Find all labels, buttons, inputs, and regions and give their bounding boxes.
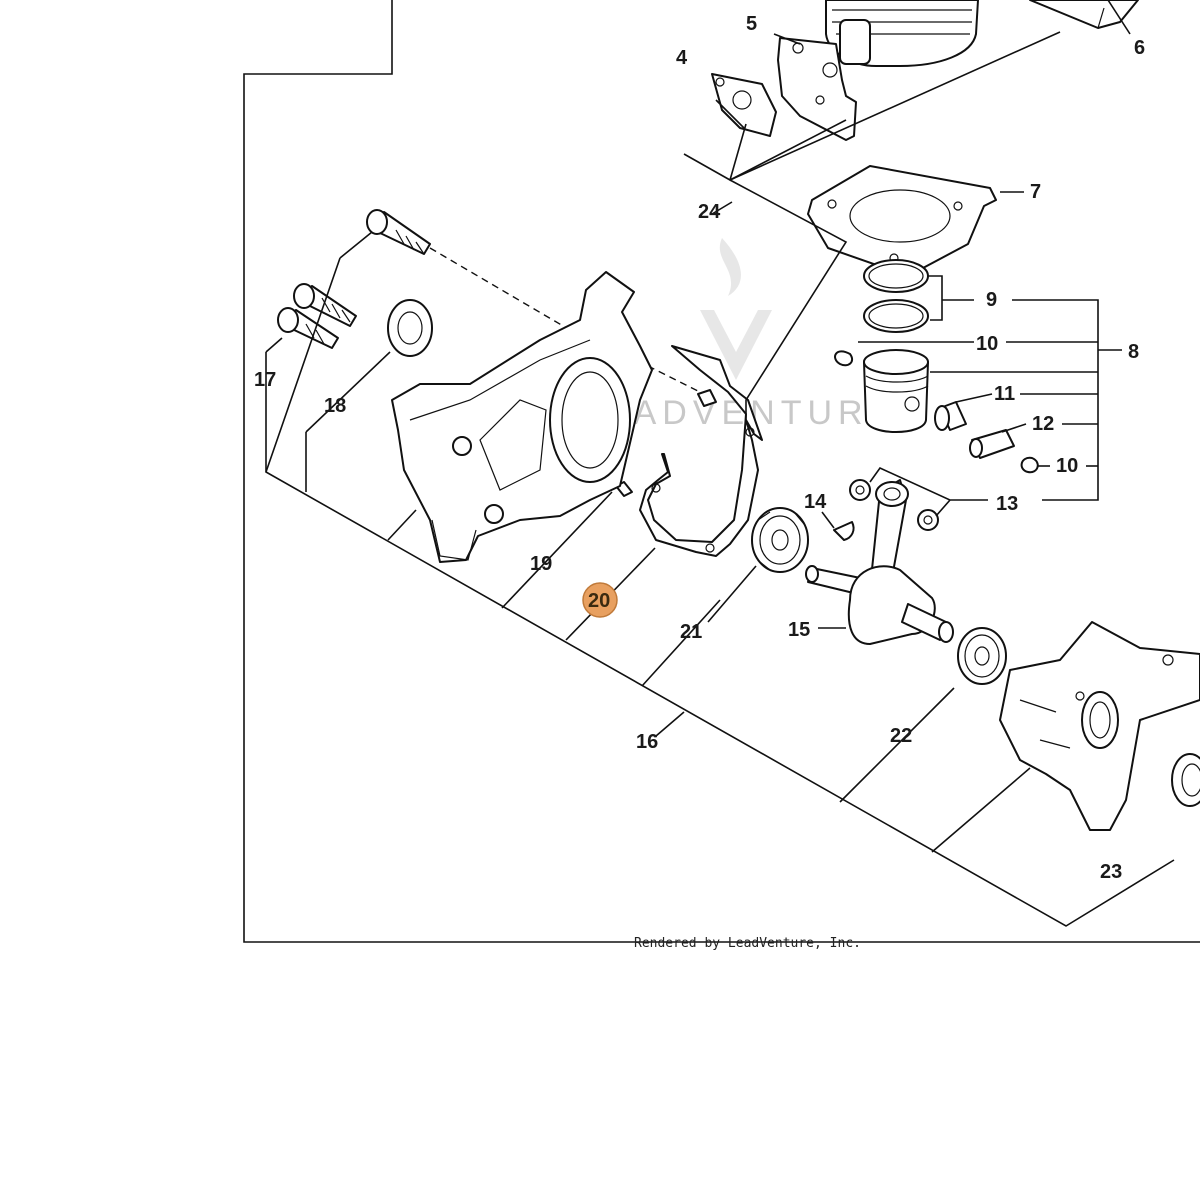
part-17-bolts [277, 209, 431, 349]
part-12-piston-pin [969, 429, 1015, 459]
callout-22[interactable]: 22 [890, 725, 912, 747]
callout-12[interactable]: 12 [1032, 413, 1054, 435]
callout-17[interactable]: 17 [254, 369, 276, 391]
part-crankcase-left [391, 271, 653, 563]
leader-lines [265, 0, 1175, 927]
callout-9[interactable]: 9 [986, 289, 997, 311]
diagram-frame [243, 0, 1200, 943]
callout-13[interactable]: 13 [996, 493, 1018, 515]
callout-11[interactable]: 11 [994, 383, 1015, 405]
part-13-washers [849, 479, 939, 531]
dowel-pin-upper [697, 389, 717, 407]
part-4-gasket [711, 73, 777, 137]
part-15-crankshaft [805, 479, 954, 645]
callout-6[interactable]: 6 [1134, 37, 1145, 59]
callout-4[interactable]: 4 [676, 47, 688, 69]
watermark-logo [700, 238, 772, 380]
part-5-gasket [777, 37, 857, 141]
callout-14[interactable]: 14 [804, 491, 827, 513]
part-piston [863, 349, 929, 433]
callout-5[interactable]: 5 [746, 13, 757, 35]
part-14-key [833, 521, 855, 541]
part-11-bearing [934, 401, 967, 431]
part-6 [1029, 0, 1139, 29]
part-seal-right [1171, 753, 1200, 807]
callout-21[interactable]: 21 [680, 621, 702, 643]
pin-dash-line [647, 365, 701, 393]
bolt-dash-line [429, 247, 571, 331]
part-21-bearing [751, 507, 809, 573]
part-cylinder [825, 0, 979, 67]
part-10-circlip-top [834, 350, 854, 367]
part-9-piston-rings [863, 259, 929, 333]
callout-24[interactable]: 24 [698, 201, 721, 223]
callout-19[interactable]: 19 [530, 553, 552, 575]
part-20-gasket [639, 345, 763, 557]
callout-18[interactable]: 18 [324, 395, 346, 417]
callout-10-top[interactable]: 10 [976, 333, 998, 355]
part-22-bearing [957, 627, 1007, 685]
part-18-seal [387, 299, 433, 357]
part-crankcase-right [999, 621, 1200, 831]
part-10-circlip-bottom [1020, 456, 1039, 474]
callout-8[interactable]: 8 [1128, 341, 1139, 363]
callout-7[interactable]: 7 [1030, 181, 1041, 203]
callout-10-bottom[interactable]: 10 [1056, 455, 1078, 477]
render-credit: Rendered by LeadVenture, Inc. [634, 936, 861, 951]
callout-16[interactable]: 16 [636, 731, 658, 753]
callout-23[interactable]: 23 [1100, 861, 1122, 883]
callout-20[interactable]: 20 [588, 590, 610, 612]
callout-15[interactable]: 15 [788, 619, 810, 641]
callout-20-highlight[interactable] [582, 582, 618, 618]
part-7-gasket [807, 165, 997, 277]
